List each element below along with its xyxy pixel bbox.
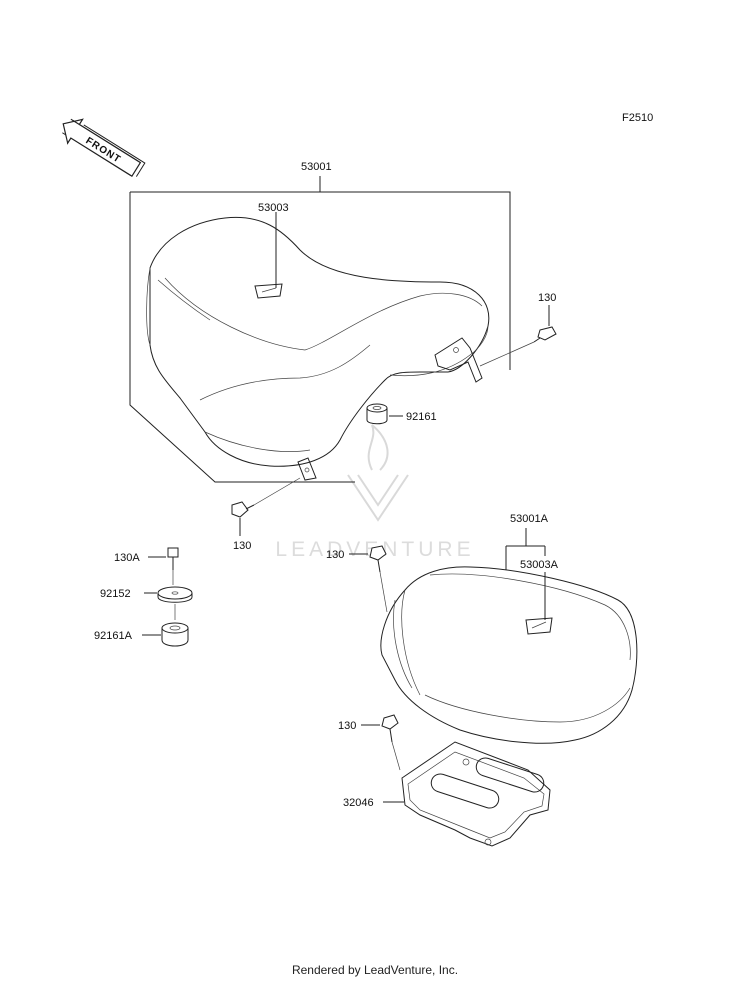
rear-seat-bracket: [505, 528, 546, 570]
label-92161: 92161: [406, 411, 437, 423]
label-92161A: 92161A: [94, 630, 133, 642]
bolt-130-rear-icon: [369, 545, 388, 613]
label-130-plate: 130: [338, 720, 356, 732]
label-53003A: 53003A: [520, 559, 559, 571]
seat-plate-32046: [401, 741, 551, 847]
seat-assembly-bracket: [129, 176, 511, 483]
leadventure-watermark-logo: LEADVENTURE: [275, 424, 471, 561]
grommet-92161A-icon: [161, 622, 189, 647]
label-53003: 53003: [258, 202, 289, 214]
label-130-bottom: 130: [233, 540, 251, 552]
label-130A: 130A: [114, 552, 140, 564]
figure-code: F2510: [622, 112, 653, 124]
footer-credit: Rendered by LeadVenture, Inc.: [291, 963, 459, 977]
bolt-130A-icon: [167, 547, 179, 585]
label-92152: 92152: [100, 588, 131, 600]
grommet-92161-icon: [366, 403, 388, 425]
label-32046: 32046: [343, 797, 374, 809]
rear-seat: [380, 566, 638, 744]
label-53001: 53001: [301, 161, 332, 173]
label-53001A: 53001A: [510, 513, 549, 525]
bolt-130-bottom-icon: [231, 477, 301, 518]
front-seat: [146, 216, 490, 481]
front-arrow-icon: FRONT: [62, 118, 146, 178]
label-130-rear: 130: [326, 549, 344, 561]
bolt-130-plate-icon: [381, 714, 401, 771]
bolt-130-right-icon: [479, 326, 557, 367]
label-130-right: 130: [538, 292, 556, 304]
washer-92152-icon: [157, 586, 193, 620]
